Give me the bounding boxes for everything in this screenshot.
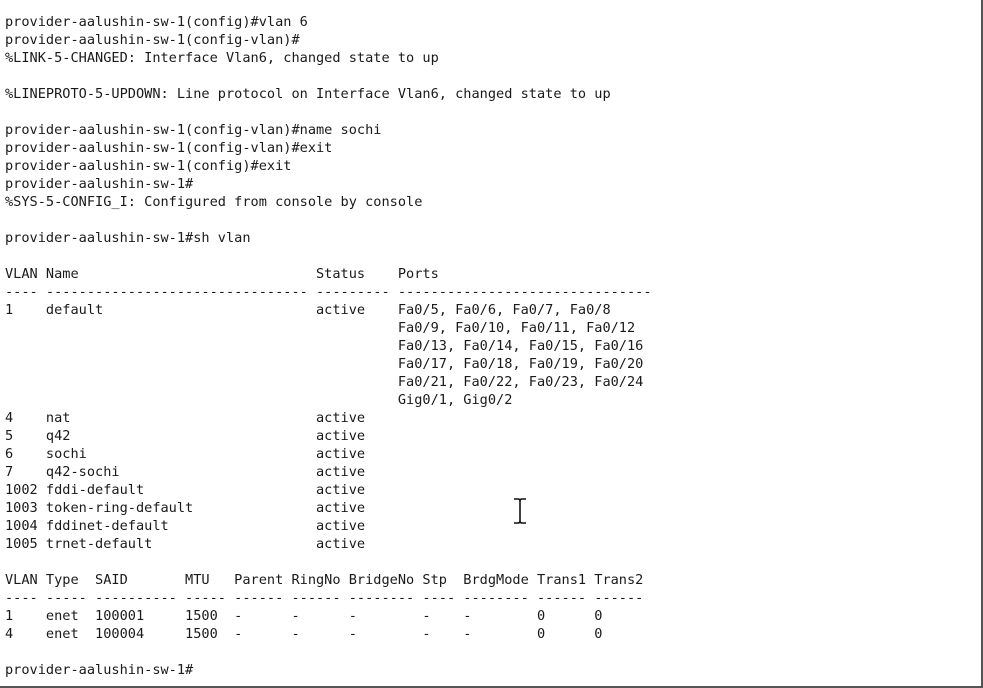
terminal-line: [5, 103, 652, 121]
terminal-line: %SYS-5-CONFIG_I: Configured from console…: [5, 194, 423, 210]
terminal-line: [5, 643, 652, 661]
terminal-line: %LINK-5-CHANGED: Interface Vlan6, change…: [5, 50, 439, 66]
terminal-line: ---- ----- ---------- ----- ------ -----…: [5, 590, 644, 606]
terminal-line: provider-aalushin-sw-1(config-vlan)#exit: [5, 140, 333, 156]
terminal-line: Fa0/9, Fa0/10, Fa0/11, Fa0/12: [5, 320, 636, 336]
terminal-line: 4 nat active: [5, 410, 366, 426]
terminal-line: %LINEPROTO-5-UPDOWN: Line protocol on In…: [5, 86, 611, 102]
terminal-line: 1 enet 100001 1500 - - - - - 0 0: [5, 608, 603, 624]
terminal-line: [5, 553, 652, 571]
terminal-line: Fa0/21, Fa0/22, Fa0/23, Fa0/24: [5, 374, 644, 390]
terminal-output: provider-aalushin-sw-1(config)#vlan 6 pro…: [5, 13, 652, 679]
terminal-line: Fa0/17, Fa0/18, Fa0/19, Fa0/20: [5, 356, 644, 372]
terminal-line: 5 q42 active: [5, 428, 366, 444]
terminal-line: ---- -------------------------------- --…: [5, 284, 652, 300]
terminal-line: provider-aalushin-sw-1#: [5, 662, 194, 678]
terminal-line: VLAN Name Status Ports: [5, 266, 439, 282]
terminal-line: 6 sochi active: [5, 446, 366, 462]
terminal-line: [5, 247, 652, 265]
terminal-line: provider-aalushin-sw-1(config)#vlan 6: [5, 14, 308, 30]
terminal-line: provider-aalushin-sw-1#: [5, 176, 194, 192]
terminal-line: provider-aalushin-sw-1#sh vlan: [5, 230, 251, 246]
terminal-line: 1003 token-ring-default active: [5, 500, 366, 516]
terminal-line: VLAN Type SAID MTU Parent RingNo BridgeN…: [5, 572, 644, 588]
i-beam-cursor-icon: [513, 498, 527, 524]
terminal-line: Fa0/13, Fa0/14, Fa0/15, Fa0/16: [5, 338, 644, 354]
terminal-line: Gig0/1, Gig0/2: [5, 392, 513, 408]
terminal-line: 1 default active Fa0/5, Fa0/6, Fa0/7, Fa…: [5, 302, 611, 318]
terminal-line: 1004 fddinet-default active: [5, 518, 366, 534]
terminal-line: [5, 67, 652, 85]
terminal-line: 4 enet 100004 1500 - - - - - 0 0: [5, 626, 603, 642]
terminal-line: provider-aalushin-sw-1(config-vlan)#: [5, 32, 300, 48]
terminal-line: provider-aalushin-sw-1(config-vlan)#name…: [5, 122, 382, 138]
terminal-line: [5, 211, 652, 229]
terminal-line: 1002 fddi-default active: [5, 482, 366, 498]
terminal-line: 7 q42-sochi active: [5, 464, 366, 480]
terminal-line: provider-aalushin-sw-1(config)#exit: [5, 158, 292, 174]
terminal-line: 1005 trnet-default active: [5, 536, 366, 552]
